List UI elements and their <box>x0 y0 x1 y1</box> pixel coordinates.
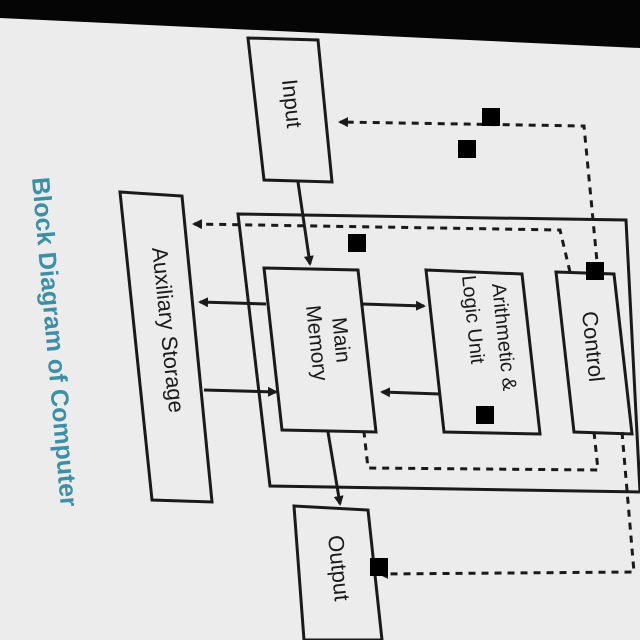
arrow-input-to-memory <box>296 181 314 266</box>
arrow-memory-to-output <box>326 431 344 506</box>
control-signal-to-auxiliary <box>192 219 572 273</box>
artifact-square <box>370 558 388 576</box>
artifact-square <box>458 140 476 158</box>
control-signal-to-memory <box>362 431 600 472</box>
artifact-square <box>476 406 494 424</box>
input-label: Input <box>277 78 307 129</box>
input-block: Input <box>246 36 334 184</box>
arrow-auxiliary-to-memory <box>203 386 278 397</box>
paper-sheet <box>0 18 640 640</box>
artifact-square <box>482 108 500 126</box>
control-signal-to-input <box>338 117 600 273</box>
arrow-alu-to-memory <box>380 387 441 398</box>
artifact-square <box>586 262 604 280</box>
arrow-memory-to-alu <box>361 300 426 311</box>
artifact-square <box>348 234 366 252</box>
main-memory-label-line1: Main <box>327 316 355 364</box>
arrow-memory-to-auxiliary <box>198 297 267 308</box>
cpu-enclosure <box>236 212 640 494</box>
